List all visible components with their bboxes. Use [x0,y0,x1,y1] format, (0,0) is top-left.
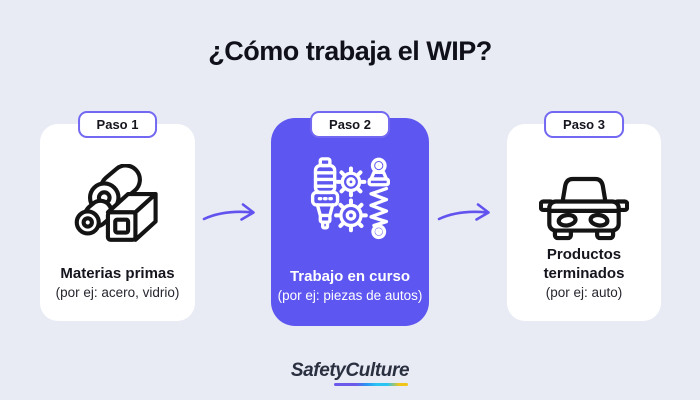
step-name: Productos terminados [543,245,625,283]
safetyculture-logo: SafetyCulture [290,360,410,386]
car-icon [538,172,630,251]
step-name: Materias primas [60,265,175,283]
step-card-materias-primas: Paso 1 Materias primas (por ej: acero, v… [40,111,195,321]
step-badge: Paso 2 [310,111,390,138]
arrow-right-icon [437,203,490,221]
step-card-productos-terminados: Paso 3 Productos terminados (por ej: aut… [507,111,661,321]
logo-text-safety: Safety [290,360,346,381]
page-title: ¿Cómo trabaja el WIP? [208,36,492,66]
logo-gradient-underline [334,382,409,386]
step-badge: Paso 3 [544,111,624,138]
step-text: Trabajo en curso (por ej: piezas de auto… [271,267,429,305]
step-card-trabajo-en-curso: Paso 2 [271,111,429,326]
step-text: Materias primas (por ej: acero, vidrio) [40,264,195,302]
logo-text-culture: Culture [345,360,410,381]
step-badge: Paso 1 [77,111,158,138]
step-example: (por ej: auto) [545,285,623,301]
footer: SafetyCulture [0,360,700,386]
step-name: Trabajo en curso [289,268,411,286]
step-example: (por ej: acero, vidrio) [55,285,180,301]
step-text: Productos terminados (por ej: auto) [507,245,661,302]
step-example: (por ej: piezas de autos) [277,288,423,304]
steel-rolls-icon [74,163,162,251]
auto-parts-icon [304,156,396,253]
arrow-right-icon [202,203,255,221]
